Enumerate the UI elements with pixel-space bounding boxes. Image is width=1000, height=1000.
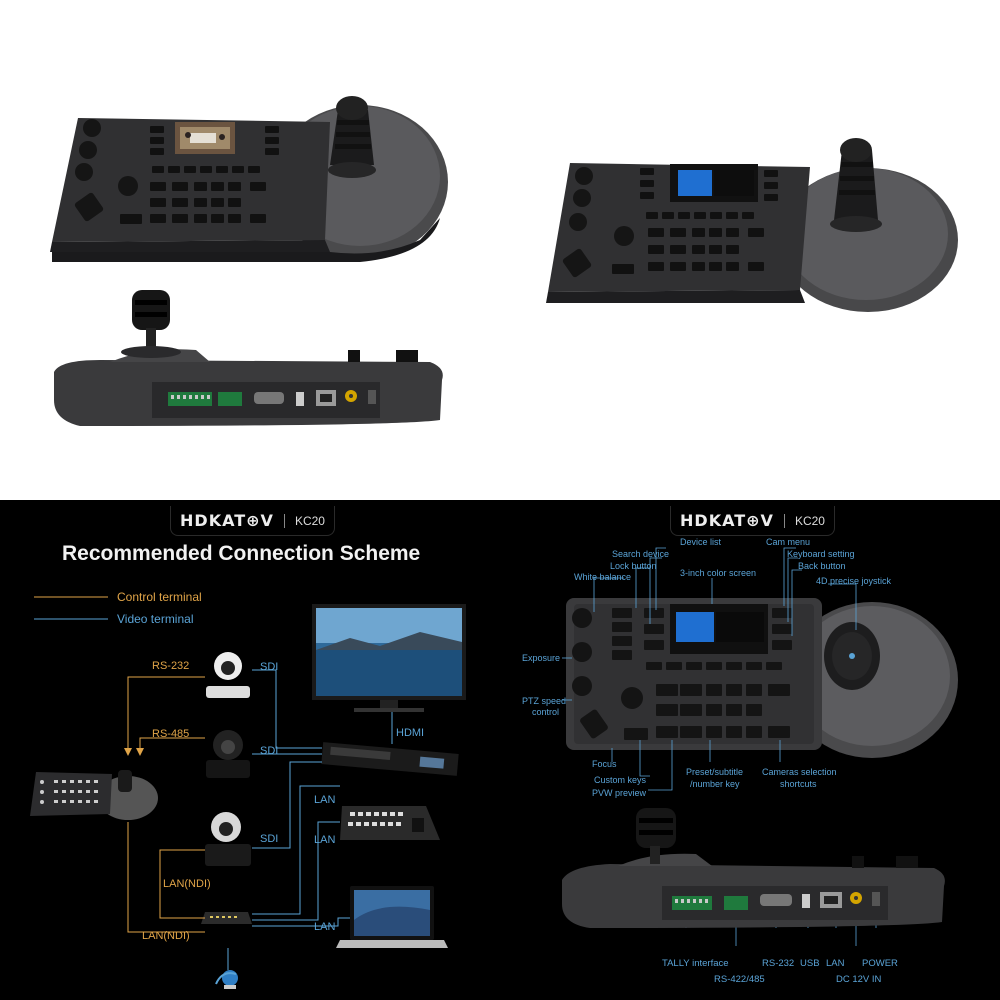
product-view-top-right — [500, 0, 1000, 500]
callout-color-screen: 3-inch color screen — [680, 568, 757, 578]
features-panel: HDKAT⊕V KC20 — [500, 500, 1000, 1000]
callout-search-device: Search device — [612, 549, 670, 559]
callout-power: POWER — [862, 958, 898, 969]
callout-rs232: RS-232 — [762, 958, 795, 969]
product-view-top-left — [0, 0, 500, 500]
video-lines — [227, 669, 393, 970]
callout-white-balance: White balance — [574, 572, 632, 582]
brand-separator-2 — [783, 513, 785, 528]
link-label-rs232: RS-232 — [152, 660, 190, 672]
callout-custom-keys: Custom keys — [594, 775, 647, 785]
callout-pvw-preview: PVW preview — [592, 788, 647, 798]
connection-scheme-panel: HDKAT⊕V KC20 — [0, 500, 500, 1000]
keyboard-controller-annotated — [566, 598, 958, 758]
callout-exposure: Exposure — [522, 653, 561, 663]
brand-header: HDKAT⊕V KC20 — [170, 506, 335, 536]
callout-dc12v: DC 12V IN — [836, 974, 882, 985]
keyboard-controller-front-menu — [546, 138, 958, 312]
link-label-sdi-2: SDI — [260, 745, 279, 757]
cloud-remote-icon — [215, 970, 238, 989]
callout-preset-2: /number key — [690, 779, 740, 789]
callout-ptz-speed-2: control — [532, 707, 560, 717]
production-console — [340, 806, 440, 840]
brand-logo-2: HDKAT⊕V — [680, 511, 774, 530]
keyboard-controller-small — [30, 770, 158, 820]
callout-preset-1: Preset/subtitle — [686, 767, 744, 777]
callout-joystick: 4D precise joystick — [816, 576, 892, 586]
callout-back-button: Back button — [798, 561, 846, 571]
network-switch — [201, 912, 252, 924]
link-label-lan-1: LAN — [314, 794, 336, 806]
link-label-lan-2: LAN — [314, 834, 336, 846]
keyboard-controller-rear — [54, 290, 443, 426]
callout-device-list: Device list — [680, 537, 722, 547]
callout-ptz-speed-1: PTZ speed — [522, 696, 567, 706]
callout-lines — [562, 547, 877, 946]
keyboard-controller-rear-annotated — [562, 808, 945, 928]
callout-rs422: RS-422/485 — [714, 974, 765, 985]
link-label-sdi-3: SDI — [260, 833, 279, 845]
callout-cameras-selection-1: Cameras selection — [762, 767, 837, 777]
brand-model-2: KC20 — [794, 513, 825, 528]
brand-header-2: HDKAT⊕V KC20 — [670, 506, 835, 536]
link-label-hdmi: HDMI — [396, 727, 425, 739]
video-switcher — [321, 742, 459, 776]
keyboard-controller-front — [50, 96, 448, 262]
brand-separator — [283, 513, 285, 528]
scheme-title: Recommended Connection Scheme — [62, 542, 421, 565]
laptop-illustration — [336, 886, 448, 948]
link-label-lan-ndi-1: LAN(NDI) — [163, 878, 211, 890]
link-label-lan-3: LAN — [314, 921, 336, 933]
brand-logo: HDKAT⊕V — [180, 511, 274, 530]
ptz-camera-2 — [206, 730, 250, 778]
callout-lan: LAN — [826, 958, 845, 969]
link-label-sdi-1: SDI — [260, 661, 279, 673]
callout-usb: USB — [800, 958, 820, 969]
link-label-rs485: RS-485 — [152, 728, 190, 740]
brand-model: KC20 — [294, 513, 325, 528]
callout-cam-menu: Cam menu — [766, 537, 811, 547]
callout-focus: Focus — [592, 759, 617, 769]
control-lines — [127, 676, 205, 933]
callout-tally: TALLY interface — [662, 958, 729, 969]
ptz-camera-1 — [206, 652, 250, 698]
monitor-illustration — [312, 604, 466, 712]
link-label-lan-ndi-2: LAN(NDI) — [142, 930, 190, 942]
callout-lock-button: Lock button — [610, 561, 657, 571]
legend-control-label: Control terminal — [117, 590, 202, 604]
legend-video-label: Video terminal — [117, 612, 194, 626]
callout-keyboard-setting: Keyboard setting — [787, 549, 855, 559]
ptz-camera-3 — [205, 812, 251, 866]
callout-cameras-selection-2: shortcuts — [780, 779, 817, 789]
